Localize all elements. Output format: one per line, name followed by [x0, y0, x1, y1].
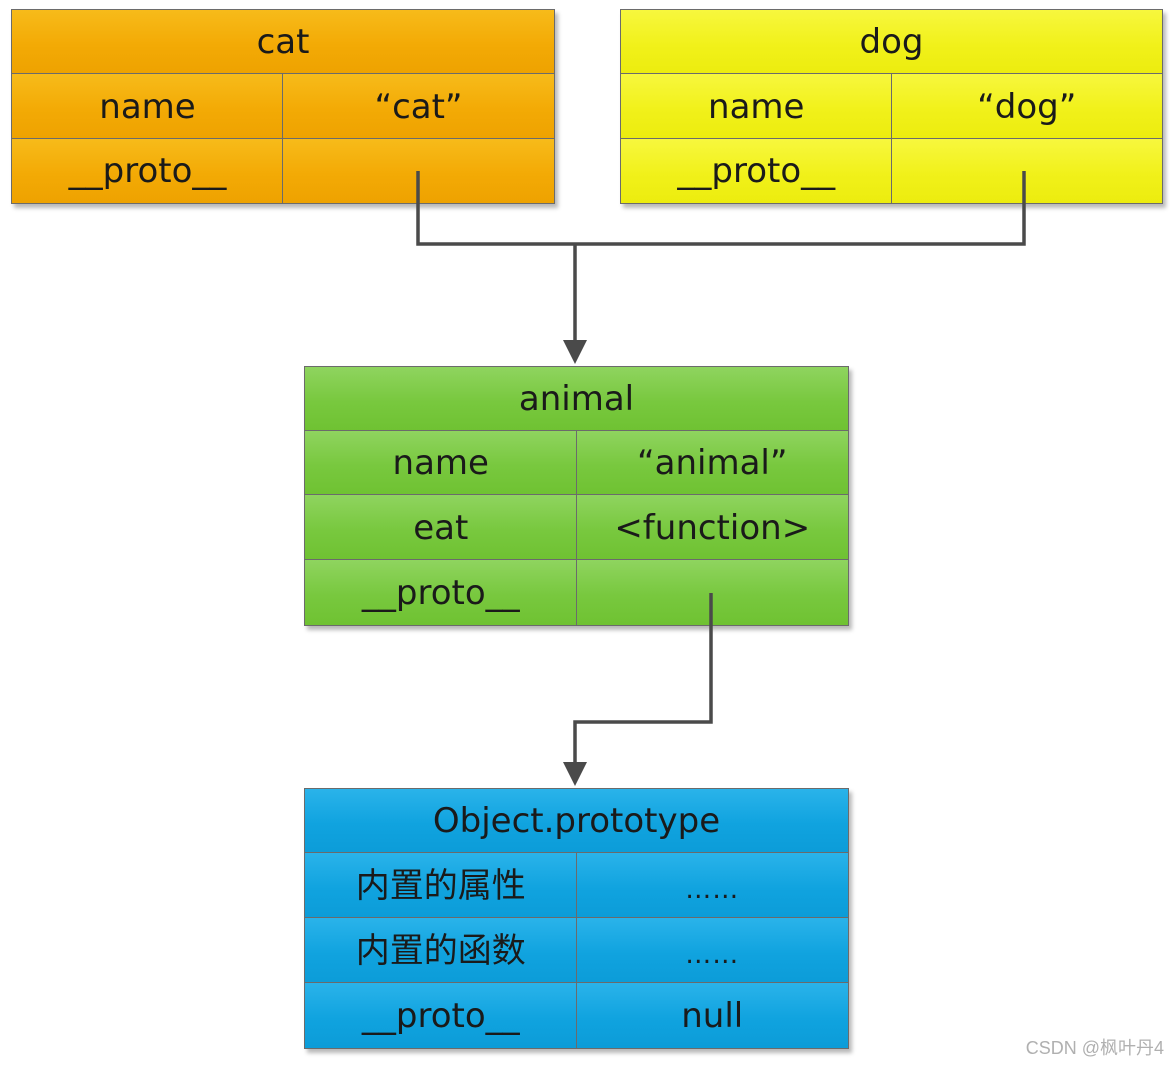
object-proto-value: null [575, 982, 849, 1049]
dog-name-value: “dog” [890, 73, 1163, 140]
object-proto-key: __proto__ [304, 982, 578, 1049]
animal-name-value: “animal” [575, 430, 849, 496]
animal-proto-key: __proto__ [304, 559, 578, 626]
cat-proto-key: __proto__ [11, 138, 284, 204]
builtin-functions-key: 内置的函数 [304, 917, 578, 984]
dog-object-box: dog name “dog” __proto__ [620, 9, 1163, 204]
builtin-properties-key: 内置的属性 [304, 852, 578, 919]
cat-proto-value [282, 138, 555, 204]
dog-proto-key: __proto__ [620, 138, 893, 204]
animal-name-key: name [304, 430, 578, 496]
animal-object-box: animal name “animal” eat <function> __pr… [304, 366, 849, 626]
dog-proto-value [890, 138, 1163, 204]
dog-name-key: name [620, 73, 893, 140]
builtin-properties-value: …… [575, 852, 849, 919]
object-prototype-box: Object.prototype 内置的属性 …… 内置的函数 …… __pro… [304, 788, 849, 1049]
dog-title: dog [620, 9, 1163, 75]
cat-title: cat [11, 9, 555, 75]
cat-name-key: name [11, 73, 284, 140]
cat-name-value: “cat” [282, 73, 555, 140]
object-prototype-title: Object.prototype [304, 788, 849, 854]
arrowhead-to-animal [563, 340, 587, 364]
animal-proto-value [575, 559, 849, 626]
cat-object-box: cat name “cat” __proto__ [11, 9, 555, 204]
arrowhead-to-object [563, 762, 587, 786]
csdn-watermark: CSDN @枫叶丹4 [1025, 1038, 1164, 1058]
animal-title: animal [304, 366, 849, 432]
animal-eat-key: eat [304, 494, 578, 561]
animal-eat-value: <function> [575, 494, 849, 561]
builtin-functions-value: …… [575, 917, 849, 984]
